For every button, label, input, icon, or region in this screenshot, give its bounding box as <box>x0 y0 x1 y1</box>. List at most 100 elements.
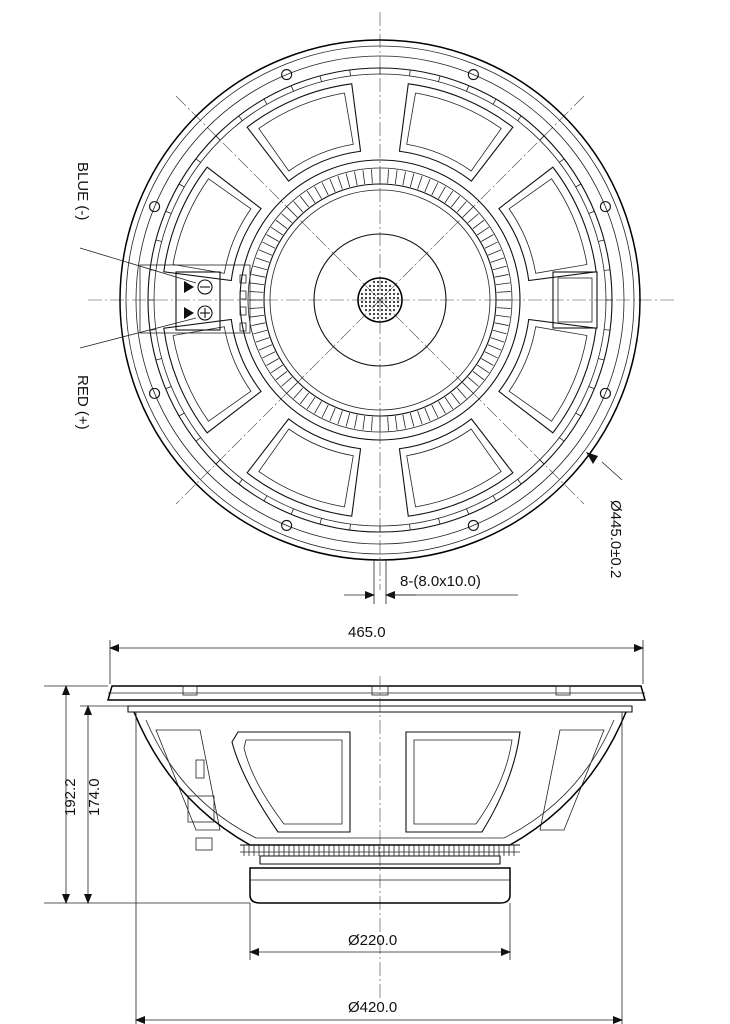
rim-tick <box>155 239 162 242</box>
rim-tick <box>588 210 595 214</box>
rim-tick <box>598 358 605 361</box>
cooling-fin <box>490 337 505 343</box>
mesh-hole <box>388 284 392 288</box>
mesh-hole <box>372 316 376 320</box>
basket-window <box>398 83 514 182</box>
blue-label: BLUE (-) <box>74 162 91 220</box>
mesh-hole <box>372 308 376 312</box>
mesh-hole <box>392 308 396 312</box>
cooling-fin <box>266 234 279 242</box>
rim-tick <box>319 75 322 82</box>
rim-tick <box>409 524 411 531</box>
rim-tick <box>492 495 497 502</box>
rim-tick <box>559 158 565 163</box>
mesh-hole <box>364 300 368 304</box>
mounting-holes <box>149 69 611 531</box>
mesh-hole <box>368 304 372 308</box>
rim-tick <box>290 85 294 92</box>
cooling-fin <box>270 226 283 236</box>
rim-tick <box>195 158 201 163</box>
mesh-hole <box>396 296 400 300</box>
side-terminal <box>187 795 215 823</box>
cooling-fin <box>492 265 507 271</box>
rim-tick <box>165 386 172 390</box>
cooling-fin <box>472 219 485 230</box>
cooling-fin <box>487 344 502 351</box>
cooling-fin <box>496 307 511 309</box>
cooling-fin <box>456 387 467 399</box>
mesh-hole <box>384 308 388 312</box>
side-window-left <box>231 731 351 833</box>
cooling-fin <box>321 404 329 418</box>
cooling-fin <box>394 415 398 430</box>
terminal-block <box>139 264 251 334</box>
cooling-fin <box>467 376 479 387</box>
side-cooling-fins <box>243 845 515 856</box>
cooling-fin <box>345 173 351 188</box>
basket-window <box>398 418 514 517</box>
mesh-hole <box>392 292 396 296</box>
mesh-hole <box>392 288 396 292</box>
basket-window-inner <box>258 428 354 508</box>
mesh-hole <box>380 284 384 288</box>
rim-tick <box>517 479 522 485</box>
rim-tick <box>539 135 545 141</box>
cooling-fin <box>495 282 510 286</box>
rim-tick <box>195 437 201 442</box>
rim-tick <box>539 459 545 465</box>
cooling-fin <box>250 282 265 286</box>
mesh-hole <box>360 296 364 300</box>
basket-window-inner <box>508 326 588 422</box>
cooling-fins <box>249 169 511 431</box>
cooling-fin <box>438 401 446 414</box>
cooling-fin <box>329 178 336 193</box>
cooling-fin <box>484 241 498 249</box>
rim-tick <box>349 69 351 76</box>
basket-window <box>498 318 597 434</box>
rim-tick <box>290 508 294 515</box>
mesh-hole <box>368 284 372 288</box>
cooling-fin <box>337 175 343 190</box>
mesh-hole <box>372 300 376 304</box>
mesh-hole <box>372 280 376 284</box>
mesh-hole <box>384 280 388 284</box>
depth-total-dim: 192.2 <box>62 778 79 816</box>
cooling-fin <box>306 397 316 410</box>
mounting-hole <box>599 201 611 213</box>
side-view-drawing: 465.0 192 <box>44 624 646 1024</box>
cooling-fin <box>337 410 343 425</box>
cooling-fin <box>249 307 264 309</box>
mesh-hole <box>380 312 384 316</box>
mounting-hole <box>281 69 293 81</box>
magnet-side <box>249 867 511 904</box>
mesh-hole <box>380 288 384 292</box>
outer-rim <box>119 39 641 561</box>
cooling-fin <box>287 207 298 218</box>
cooling-fin <box>462 382 473 393</box>
mesh-hole <box>372 304 376 308</box>
cooling-fin <box>314 401 322 414</box>
cooling-fin <box>424 178 431 193</box>
cooling-fin <box>329 407 336 422</box>
rim-tick <box>263 98 268 105</box>
cooling-fin <box>345 412 351 427</box>
basket-window-inner <box>406 428 502 508</box>
mounting-hole <box>467 519 479 531</box>
mesh-hole <box>384 296 388 300</box>
mesh-hole <box>388 292 392 296</box>
cooling-fin <box>402 414 406 429</box>
cooling-fin <box>387 416 389 431</box>
mounting-hole <box>149 201 161 213</box>
rim-tick <box>598 239 605 242</box>
mesh-hole <box>380 296 384 300</box>
mesh-hole <box>384 292 388 296</box>
mesh-hole <box>380 300 384 304</box>
pole-piece <box>313 233 447 367</box>
cooling-fin <box>299 195 310 208</box>
rim-tick <box>215 135 221 141</box>
rim-tick <box>438 75 441 82</box>
mesh-hole <box>388 288 392 292</box>
cooling-fin <box>299 392 310 405</box>
rear-view-drawing: BLUE (-) RED (+) Ø445.0±0.2 8-(8.0x10.0) <box>74 12 676 604</box>
